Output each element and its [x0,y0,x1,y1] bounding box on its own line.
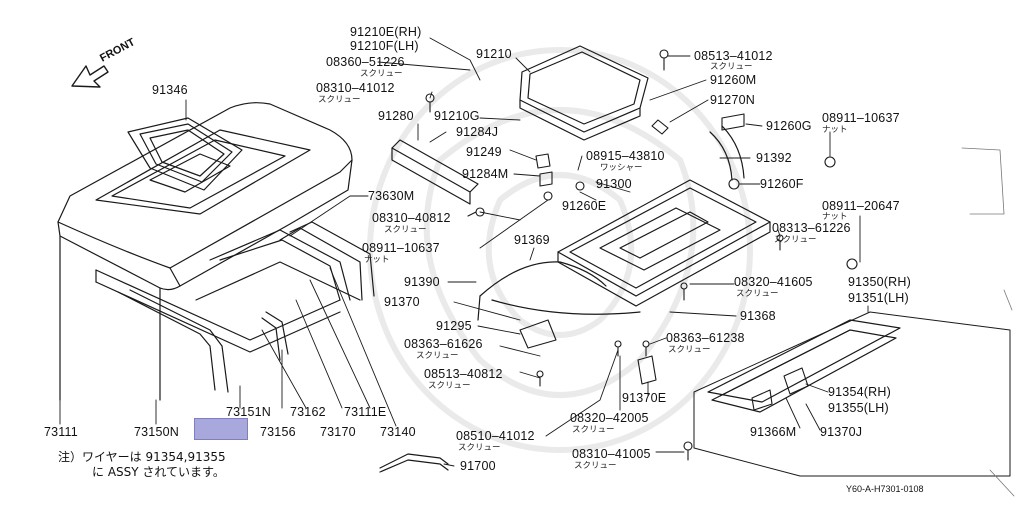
part-label-73111e[interactable]: 73111E [344,405,387,419]
part-sublabel-08363-61626: スクリュー [416,351,459,361]
part-label-91370[interactable]: 91370 [384,295,420,309]
part-label-91260f[interactable]: 91260F [760,177,804,191]
glass-seal-91346 [127,117,243,191]
part-label-91280[interactable]: 91280 [378,109,414,123]
part-label-08363-61626[interactable]: 08363–61626 [404,337,483,351]
part-label-91351[interactable]: 91351(LH) [848,291,909,305]
part-label-91355[interactable]: 91355(LH) [828,401,889,415]
sunroof-glass-91210 [519,45,649,141]
part-label-73140[interactable]: 73140 [380,425,416,439]
highlighted-part-box[interactable] [194,418,248,440]
note-line-2: に ASSY されています。 [92,465,225,479]
part-label-08363-61238[interactable]: 08363–61238 [666,331,745,345]
part-label-08911-10637-a[interactable]: 08911–10637 [822,111,900,125]
part-label-08911-20647[interactable]: 08911–20647 [822,199,900,213]
part-label-91210g[interactable]: 91210G [434,109,480,123]
side-rail-91350 [707,319,901,413]
part-label-91249[interactable]: 91249 [466,145,502,159]
part-label-91284m[interactable]: 91284M [462,167,509,181]
part-sublabel-08911-20647: ナット [822,212,848,222]
front-arrow [71,65,109,88]
note-line-1: 注）ワイヤーは 91354,91355 [58,450,226,464]
part-label-73151n[interactable]: 73151N [226,405,271,419]
part-sublabel-08310-41005: スクリュー [574,461,617,471]
part-label-08310-41012[interactable]: 08310–41012 [316,81,395,95]
deflector-91280 [391,139,479,205]
part-sublabel-08313-61226: スクリュー [774,235,817,245]
part-label-73170[interactable]: 73170 [320,425,356,439]
part-label-91284j[interactable]: 91284J [456,125,499,139]
roof-panel [57,102,353,401]
part-label-91295[interactable]: 91295 [436,319,472,333]
part-label-73630m[interactable]: 73630M [368,189,415,203]
part-sublabel-08360-51226: スクリュー [360,69,403,79]
part-label-91370e[interactable]: 91370E [622,391,667,405]
part-sublabel-08320-41605: スクリュー [736,289,779,299]
part-label-08513-41012[interactable]: 08513–41012 [694,49,773,63]
part-sublabel-08513-41012: スクリュー [710,62,753,72]
sunroof-frame-91300 [557,179,771,307]
part-label-91366m[interactable]: 91366M [750,425,797,439]
part-label-91700[interactable]: 91700 [460,459,496,473]
part-label-91370j[interactable]: 91370J [820,425,863,439]
part-label-91260g[interactable]: 91260G [766,119,812,133]
part-label-08360-51226[interactable]: 08360–51226 [326,55,405,69]
fasteners [425,49,858,461]
part-label-08510-41012[interactable]: 08510–41012 [456,429,535,443]
part-label-91260e[interactable]: 91260E [562,199,607,213]
part-label-73111[interactable]: 73111 [44,425,78,439]
part-label-91346[interactable]: 91346 [152,83,188,97]
part-label-73156[interactable]: 73156 [260,425,296,439]
part-label-91270n[interactable]: 91270N [710,93,755,107]
part-label-91300[interactable]: 91300 [596,177,632,191]
part-sublabel-08911-10637-b: ナット [364,255,390,265]
rail-assembly-box [693,311,1011,477]
frame-rails [95,221,375,393]
part-sublabel-08363-61238: スクリュー [668,345,711,355]
part-label-08320-41605[interactable]: 08320–41605 [734,275,813,289]
part-sublabel-08310-41012: スクリュー [318,95,361,105]
part-label-91210f[interactable]: 91210F(LH) [350,39,419,53]
part-label-91368[interactable]: 91368 [740,309,776,323]
wire-91700 [379,453,449,473]
watermark-emblem [367,47,753,453]
part-sublabel-08915-43810: ワッシャー [600,163,643,173]
part-label-91392[interactable]: 91392 [756,151,792,165]
scan-marks [961,147,1015,497]
part-label-08915-43810[interactable]: 08915–43810 [586,149,665,163]
part-label-91354[interactable]: 91354(RH) [828,385,891,399]
part-sublabel-08320-42005: スクリュー [572,425,615,435]
cables [477,125,745,321]
part-sublabel-08513-40812: スクリュー [428,381,471,391]
part-label-73162[interactable]: 73162 [290,405,326,419]
part-label-91390[interactable]: 91390 [404,275,440,289]
part-label-73150n[interactable]: 73150N [134,425,179,439]
part-label-91260m[interactable]: 91260M [710,73,757,87]
part-label-08313-61226[interactable]: 08313–61226 [772,221,851,235]
diagram-code: Y60-A-H7301-0108 [846,484,924,494]
part-label-08310-41005[interactable]: 08310–41005 [572,447,651,461]
part-label-91210e[interactable]: 91210E(RH) [350,25,422,39]
part-label-91369[interactable]: 91369 [514,233,550,247]
part-label-91210[interactable]: 91210 [476,47,512,61]
part-label-08911-10637-b[interactable]: 08911–10637 [362,241,440,255]
part-label-91350[interactable]: 91350(RH) [848,275,911,289]
part-label-08310-40812[interactable]: 08310–40812 [372,211,451,225]
part-sublabel-08310-40812: スクリュー [384,225,427,235]
part-sublabel-08510-41012: スクリュー [458,443,501,453]
part-label-08320-42005[interactable]: 08320–42005 [570,411,649,425]
leader-lines [59,37,869,467]
part-sublabel-08911-10637-a: ナット [822,125,848,135]
part-label-08513-40812[interactable]: 08513–40812 [424,367,503,381]
